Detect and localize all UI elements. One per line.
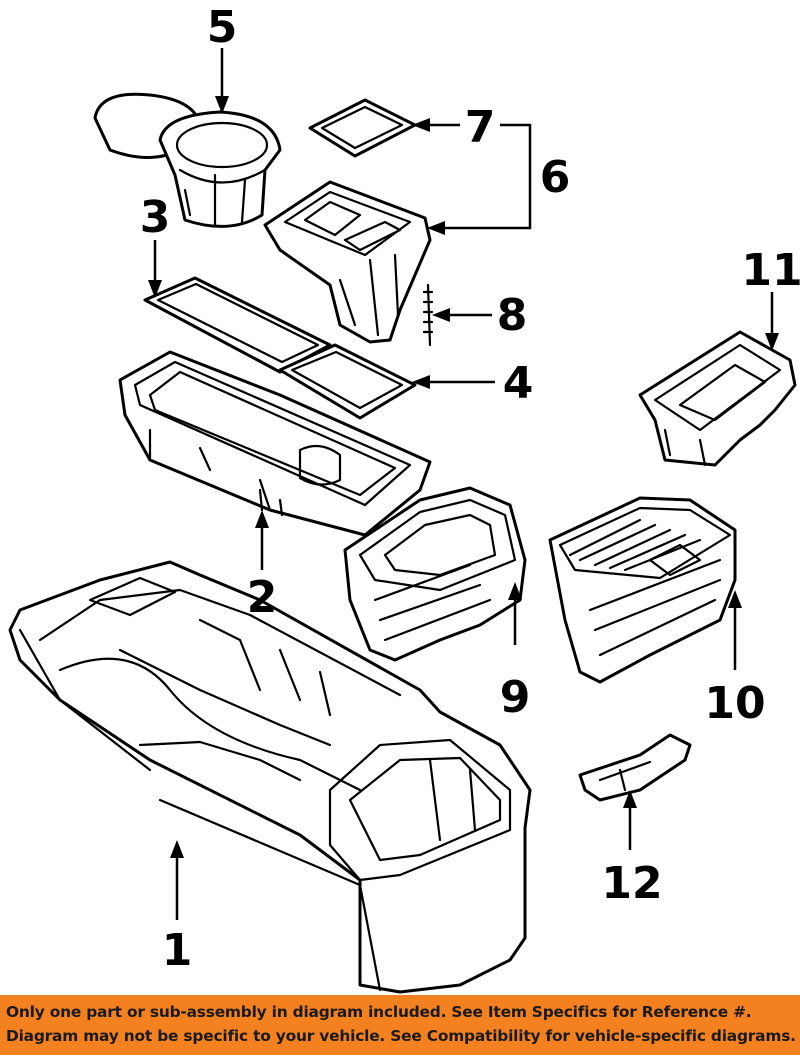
part-11-bezel <box>638 330 797 467</box>
callout-7: 7 <box>465 102 496 153</box>
callout-8: 8 <box>497 290 528 341</box>
callout-5: 5 <box>207 2 238 53</box>
callout-labels: 1 2 3 4 5 6 7 8 9 10 11 12 <box>140 2 800 976</box>
part-6-bezel-assembly <box>263 180 432 344</box>
callout-9: 9 <box>500 672 531 723</box>
callout-11: 11 <box>741 245 800 296</box>
callout-3: 3 <box>140 192 171 243</box>
callout-6: 6 <box>540 152 571 203</box>
part-4-lid-insert <box>278 343 417 420</box>
part-2-storage-bin <box>118 350 432 537</box>
part-9-shifter-housing <box>343 486 527 662</box>
part-3-tray <box>143 276 332 374</box>
callout-4: 4 <box>503 358 534 409</box>
disclaimer-line-1: Only one part or sub-assembly in diagram… <box>6 1003 752 1021</box>
disclaimer-line-2: Diagram may not be specific to your vehi… <box>6 1027 796 1045</box>
callout-10: 10 <box>704 678 765 729</box>
callout-12: 12 <box>601 858 662 909</box>
leader-lines <box>148 48 779 920</box>
part-5-cup-holder <box>93 92 282 228</box>
disclaimer-banner: Only one part or sub-assembly in diagram… <box>0 995 800 1055</box>
part-12-bracket <box>578 733 692 802</box>
part-10-shifter-housing-variant <box>548 496 737 684</box>
exploded-parts-diagram: 1 2 3 4 5 6 7 8 9 10 11 12 <box>8 2 800 994</box>
callout-2: 2 <box>247 572 278 623</box>
part-7-small-lid <box>308 98 417 158</box>
callout-1: 1 <box>162 925 193 976</box>
part-8-clip <box>422 283 434 347</box>
part-1-console-body <box>8 560 532 994</box>
